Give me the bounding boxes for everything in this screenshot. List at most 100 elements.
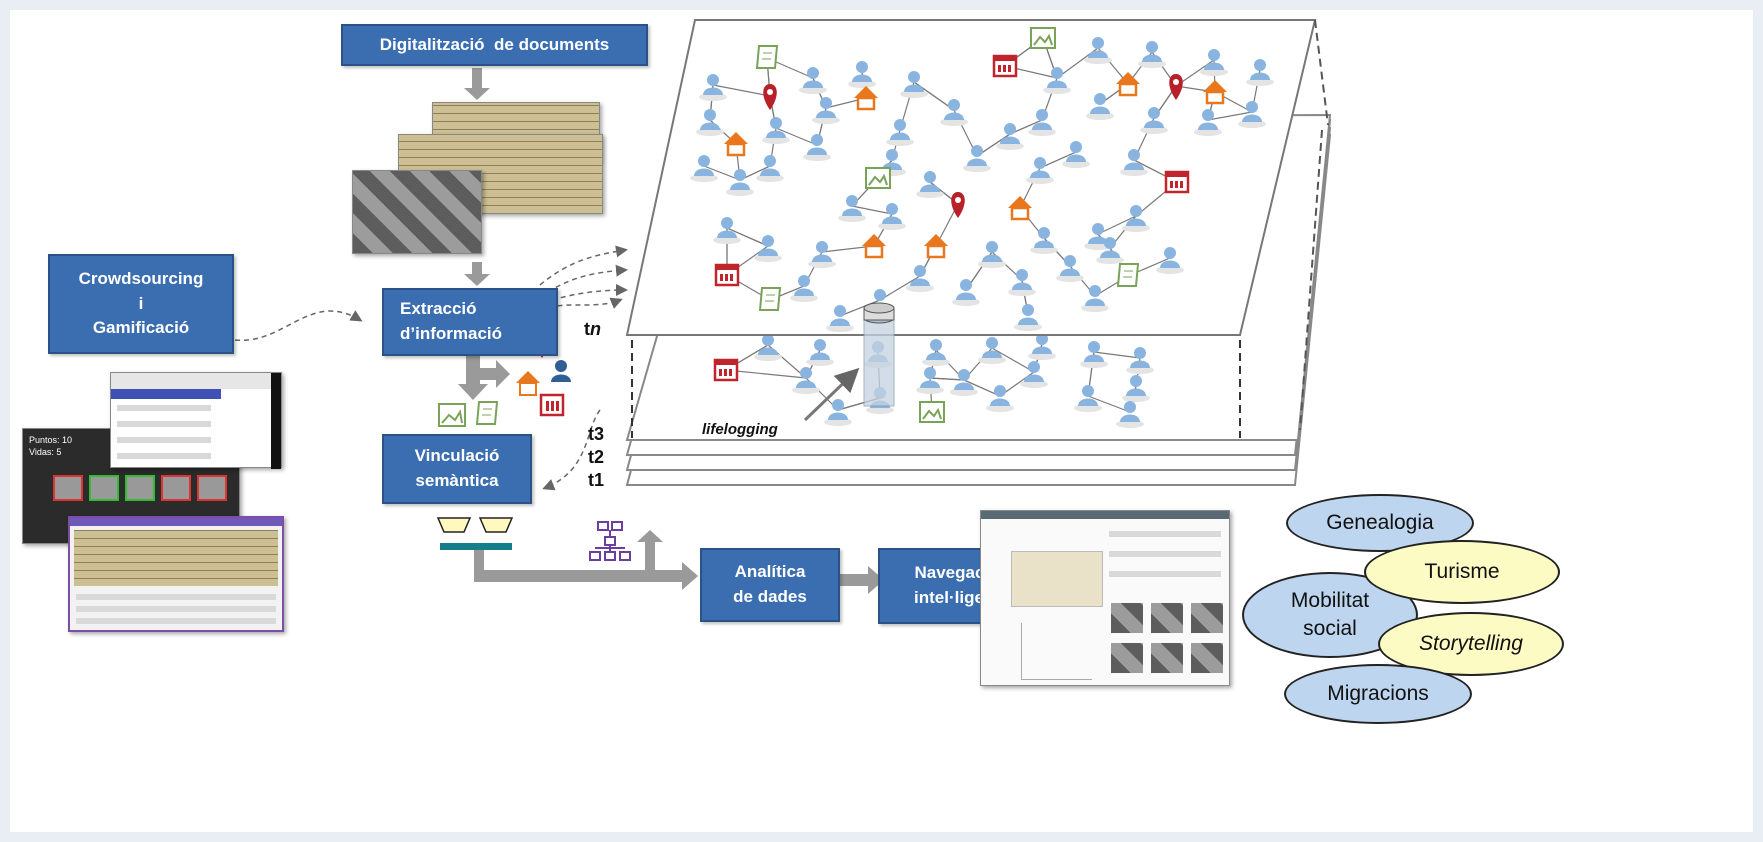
- person-icon: [886, 119, 914, 146]
- person-icon: [1028, 109, 1056, 136]
- house-icon: [1008, 196, 1032, 221]
- network-edge: [879, 275, 921, 301]
- dashed-arrows: [234, 245, 628, 491]
- person-icon: [826, 305, 854, 332]
- calendar-icon: [714, 263, 740, 287]
- semantic-box: Vinculació semàntica: [382, 434, 532, 504]
- web-text-row: [1109, 531, 1221, 537]
- person-icon: [986, 385, 1014, 412]
- tablet-app-tabbar: [111, 389, 221, 399]
- mobility-label-2: social: [1303, 617, 1357, 640]
- top-network-nodes: [690, 27, 1274, 332]
- t3-label: t3: [588, 424, 605, 444]
- layer-tn: [625, 19, 1329, 336]
- person-icon: [756, 155, 784, 182]
- web-text-row: [1109, 571, 1221, 577]
- person-icon: [754, 334, 782, 361]
- network-edge: [839, 299, 881, 317]
- storytelling-label: Storytelling: [1419, 632, 1523, 655]
- person-icon: [792, 367, 820, 394]
- game-lives: Vidas: 5: [29, 447, 62, 457]
- web-photo: [1191, 643, 1223, 673]
- person-icon: [1138, 41, 1166, 68]
- person-icon: [1081, 285, 1109, 312]
- t1-label: t1: [588, 470, 605, 490]
- web-photo: [1111, 603, 1143, 633]
- person-icon: [799, 67, 827, 94]
- lifelogging-label: lifelogging: [702, 421, 778, 438]
- person-icon: [1120, 149, 1148, 176]
- person-icon: [808, 241, 836, 268]
- web-header: [981, 511, 1229, 519]
- web-photo: [1151, 603, 1183, 633]
- person-icon: [1056, 255, 1084, 282]
- network-edge: [1097, 215, 1137, 235]
- image-icon: [919, 401, 945, 423]
- person-icon: [963, 145, 991, 172]
- semantic-link-icon: [436, 517, 514, 550]
- person-icon: [726, 169, 754, 196]
- network-edge: [775, 127, 818, 146]
- person-icon: [916, 367, 944, 394]
- document-scroll-icon: [758, 287, 782, 311]
- crowdsourcing-label-3: Gamificació: [92, 318, 190, 338]
- person-icon: [1014, 304, 1042, 331]
- person-icon: [1074, 385, 1102, 412]
- person-icon: [978, 337, 1006, 364]
- web-map: [1011, 551, 1103, 607]
- network-edge: [703, 165, 741, 181]
- person-icon: [1126, 347, 1154, 374]
- person-icon: [1116, 401, 1144, 428]
- person-icon: [848, 61, 876, 88]
- person-icon: [906, 265, 934, 292]
- tourism-label: Turisme: [1424, 560, 1500, 583]
- tablet-app-screenshot: [110, 372, 282, 469]
- person-icon: [1122, 375, 1150, 402]
- document-scroll-icon: [1116, 263, 1140, 287]
- crowdsourcing-label-2: i: [138, 293, 144, 313]
- document-scroll-icon: [755, 45, 779, 69]
- network-edge: [1087, 395, 1131, 413]
- navigation-label-1: Navegació: [914, 563, 1000, 583]
- location-pin-icon: [1169, 74, 1183, 100]
- migrations-ellipse: Migracions: [1284, 664, 1472, 724]
- tn-suffix: n: [590, 319, 601, 339]
- network-edge: [712, 84, 771, 97]
- web-photo: [1151, 643, 1183, 673]
- house-icon: [854, 86, 878, 111]
- person-icon: [996, 123, 1024, 150]
- person-icon: [900, 71, 928, 98]
- person-icon: [812, 97, 840, 124]
- person-icon: [1030, 227, 1058, 254]
- image-icon: [865, 167, 891, 189]
- web-photo: [1111, 643, 1143, 673]
- scanned-photo: [352, 170, 482, 254]
- network-edge: [1207, 111, 1253, 121]
- tablet-row: [117, 453, 211, 459]
- tourism-ellipse: Turisme: [1364, 540, 1560, 604]
- location-pin-icon: [951, 192, 965, 218]
- person-icon: [1084, 223, 1112, 250]
- crowdsourcing-label-1: Crowdsourcing: [78, 269, 204, 289]
- person-icon: [916, 171, 944, 198]
- semantic-label-1: Vinculació: [414, 446, 500, 466]
- network-edge: [851, 205, 893, 215]
- house-icon: [724, 132, 748, 157]
- transcription-app-screenshot: [68, 516, 284, 632]
- person-icon: [878, 203, 906, 230]
- person-icon: [1008, 269, 1036, 296]
- person-icon: [690, 155, 718, 182]
- extraction-label-1: Extracció: [400, 299, 477, 319]
- extraction-box: Extracció d’informació: [382, 288, 558, 356]
- transcription-field-row: [76, 618, 276, 624]
- person-icon: [824, 399, 852, 426]
- hierarchy-icon: [589, 521, 631, 561]
- person-icon: [803, 134, 831, 161]
- network-edge: [1039, 151, 1077, 169]
- tablet-row: [117, 421, 211, 427]
- analytics-box: Analítica de dades: [700, 548, 840, 622]
- network-edge: [929, 377, 965, 381]
- person-icon: [952, 279, 980, 306]
